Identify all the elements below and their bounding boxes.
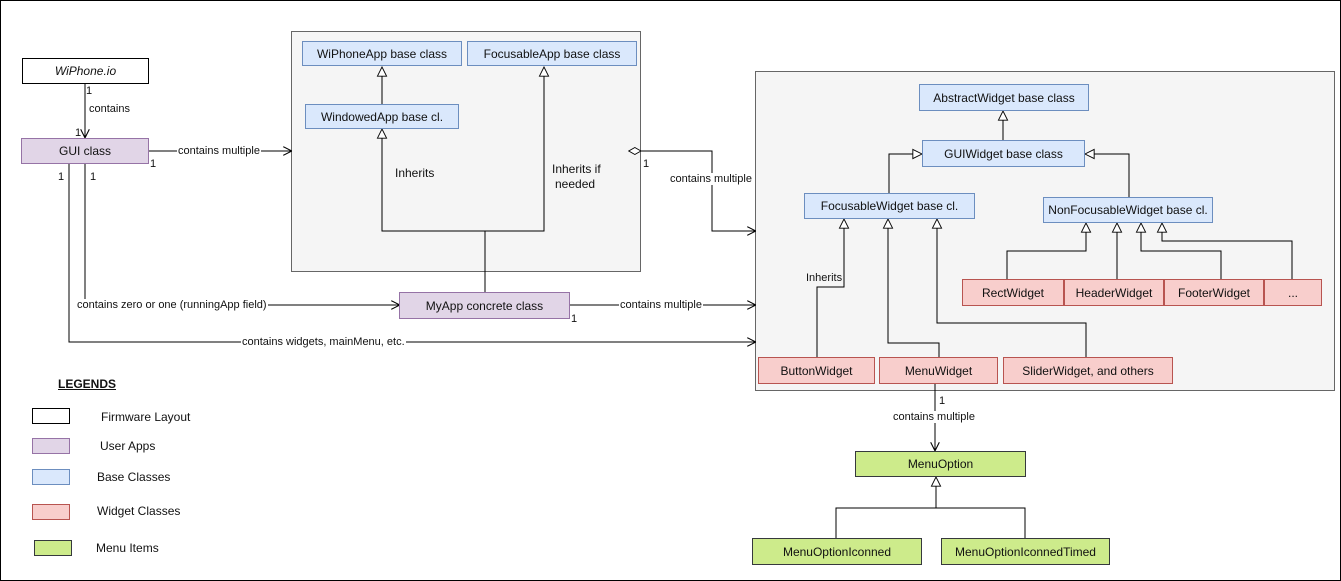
edge-ellipsis-nonfocusable — [1162, 223, 1293, 279]
edge-slider-focusable — [937, 219, 1087, 357]
edge-focusable-guiwidget — [888, 154, 922, 193]
legend-swatch-base-classes — [32, 469, 70, 485]
abstractwidget-node: AbstractWidget base class — [919, 84, 1089, 111]
focusablewidget-node: FocusableWidget base cl. — [804, 193, 975, 219]
label-apps-contains-multiple: contains multiple — [669, 173, 753, 185]
edge-menu-focusable — [888, 219, 940, 357]
label-inherits-app: Inherits — [394, 166, 436, 180]
guiwidget-node: GUIWidget base class — [922, 140, 1085, 167]
legend-label-base-classes: Base Classes — [97, 470, 171, 484]
edge-button-focusable — [816, 219, 844, 357]
menuwidget-node: MenuWidget — [879, 357, 998, 384]
label-contains-zero-or-one: contains zero or one (runningApp field) — [76, 299, 268, 311]
label-inherits-if: Inherits if — [551, 162, 602, 176]
label-contains: contains — [89, 103, 130, 115]
multiplicity-apps-group: 1 — [643, 158, 650, 170]
label-gui-contains-multiple: contains multiple — [177, 145, 261, 157]
rectwidget-node: RectWidget — [962, 279, 1064, 306]
multiplicity-gui-left: 1 — [58, 171, 65, 183]
multiplicity-wiphone: 1 — [86, 85, 93, 97]
sliderwidget-node: SliderWidget, and others — [1003, 357, 1173, 384]
edge-rect-nonfocusable — [1006, 223, 1086, 279]
headerwidget-node: HeaderWidget — [1064, 279, 1164, 306]
edge-myapp-focusable — [485, 67, 544, 232]
label-myapp-contains-multiple: contains multiple — [619, 299, 703, 311]
edge-myapp-windowed — [382, 129, 486, 292]
menuoption-node: MenuOption — [855, 451, 1026, 477]
buttonwidget-node: ButtonWidget — [758, 357, 875, 384]
myapp-node: MyApp concrete class — [399, 292, 570, 319]
label-needed: needed — [554, 177, 597, 191]
legend-swatch-firmware — [32, 408, 70, 424]
legend-swatch-widget-classes — [32, 504, 70, 520]
focusableapp-node: FocusableApp base class — [467, 41, 637, 66]
menuoptioniconnedtimed-node: MenuOptionIconnedTimed — [941, 538, 1110, 565]
multiplicity-menuwidget: 1 — [939, 395, 946, 407]
legend-title: LEGENDS — [58, 377, 117, 391]
edge-footer-nonfocusable — [1141, 223, 1222, 279]
wiphoneapp-node: WiPhoneApp base class — [302, 41, 462, 66]
legend-label-menu-items: Menu Items — [96, 541, 159, 555]
edge-gui-myapp — [85, 164, 399, 305]
label-inherits-button: Inherits — [805, 272, 844, 284]
nonfocusablewidget-node: NonFocusableWidget base cl. — [1043, 197, 1213, 223]
widgets-group — [755, 71, 1335, 391]
multiplicity-gui-right: 1 — [150, 158, 157, 170]
label-menu-contains-multiple: contains multiple — [892, 411, 976, 423]
legend-label-user-apps: User Apps — [100, 439, 156, 453]
edge-apps-widgets — [641, 151, 755, 231]
footerwidget-node: FooterWidget — [1164, 279, 1264, 306]
multiplicity-gui-mid: 1 — [90, 171, 97, 183]
legend-label-widget-classes: Widget Classes — [97, 504, 181, 518]
edge-nonfocusable-guiwidget — [1085, 154, 1130, 197]
label-contains-widgets-menu: contains widgets, mainMenu, etc. — [241, 336, 406, 348]
legend-swatch-menu-items — [34, 540, 72, 556]
multiplicity-gui-top: 1 — [75, 127, 82, 139]
legend-swatch-user-apps — [32, 438, 70, 454]
edge-iconned-menuoption — [835, 507, 1026, 538]
windowedapp-node: WindowedApp base cl. — [305, 104, 459, 129]
edge-gui-widgets — [69, 164, 755, 342]
ellipsis-widget-node: ... — [1264, 279, 1322, 306]
menuoptioniconned-node: MenuOptionIconned — [752, 538, 922, 565]
gui-class-node: GUI class — [21, 138, 149, 164]
legend-label-firmware: Firmware Layout — [101, 410, 191, 424]
multiplicity-myapp: 1 — [571, 313, 578, 325]
wiphone-io-node: WiPhone.io — [22, 58, 149, 84]
